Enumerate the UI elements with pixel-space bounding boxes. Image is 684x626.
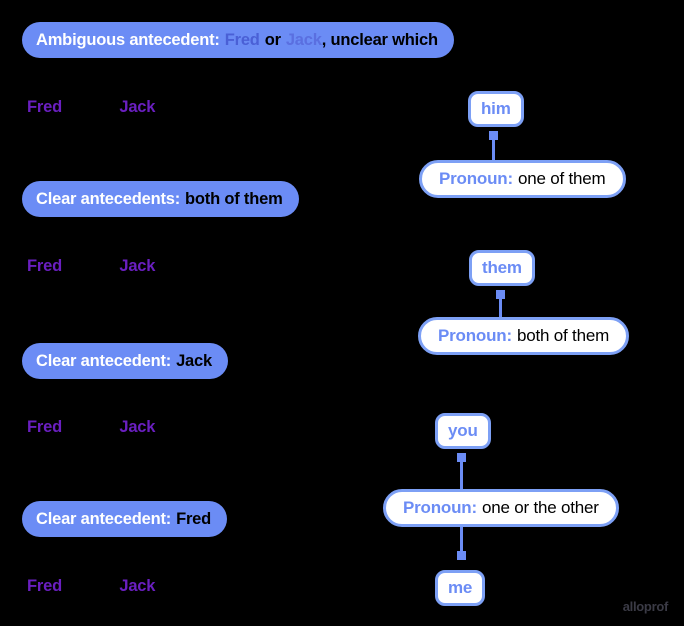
banner-ambiguous-antecedent: Ambiguous antecedent: Fred or Jack , unc… xyxy=(22,22,454,58)
pronoun-chip-you: you xyxy=(435,413,491,449)
pronoun-chip-him: him xyxy=(468,91,524,127)
connector-line-3-bottom xyxy=(460,527,463,555)
name-fred: Fred xyxy=(27,98,62,116)
pronoun-chip-them: them xyxy=(469,250,535,286)
alloprof-watermark: alloprof xyxy=(622,599,669,614)
banner-clear-antecedent-fred: Clear antecedent: Fred xyxy=(22,501,228,537)
banner-label: Clear antecedent: xyxy=(36,351,172,370)
pill-value: both of them xyxy=(516,326,610,345)
pronoun-chip-label: them xyxy=(482,258,522,277)
name-jack: Jack xyxy=(119,98,156,116)
pronoun-chip-me: me xyxy=(435,570,486,606)
connector-node-3-bottom xyxy=(457,551,466,560)
banner-tail: , unclear which xyxy=(321,30,438,49)
connector-node-2 xyxy=(496,290,505,299)
pill-value: one or the other xyxy=(481,498,599,517)
banner-clear-antecedents-both: Clear antecedents: both of them xyxy=(22,181,299,217)
banner-name-fred: Fred xyxy=(224,30,260,49)
name-jack: Jack xyxy=(119,257,156,275)
pronoun-chip-label: him xyxy=(481,99,511,118)
connector-node-3-top xyxy=(457,453,466,462)
banner-label: Ambiguous antecedent: xyxy=(36,30,220,49)
pronoun-chip-label: you xyxy=(448,421,478,440)
connector-line-3-top xyxy=(460,458,463,491)
banner-clear-antecedent-jack: Clear antecedent: Jack xyxy=(22,343,228,379)
pronoun-pill-both-of-them: Pronoun: both of them xyxy=(418,317,630,355)
name-fred: Fred xyxy=(27,577,62,595)
banner-conjunction: or xyxy=(264,30,281,49)
pill-label: Pronoun: xyxy=(403,498,477,517)
name-jack: Jack xyxy=(119,577,156,595)
pill-label: Pronoun: xyxy=(439,169,513,188)
banner-value: Jack xyxy=(176,351,212,370)
name-pair-row-1: Fred Jack xyxy=(27,98,155,117)
name-fred: Fred xyxy=(27,418,62,436)
pill-label: Pronoun: xyxy=(438,326,512,345)
name-pair-row-3: Fred Jack xyxy=(27,418,155,437)
connector-line-2 xyxy=(499,295,502,319)
connector-node-1 xyxy=(489,131,498,140)
banner-name-jack: Jack xyxy=(285,30,322,49)
pronoun-pill-one-or-the-other: Pronoun: one or the other xyxy=(383,489,619,527)
banner-label: Clear antecedents: xyxy=(36,189,181,208)
name-jack: Jack xyxy=(119,418,156,436)
pronoun-pill-one-of-them: Pronoun: one of them xyxy=(419,160,626,198)
pill-value: one of them xyxy=(517,169,606,188)
name-fred: Fred xyxy=(27,257,62,275)
banner-value: Fred xyxy=(176,509,212,528)
name-pair-row-4: Fred Jack xyxy=(27,577,155,596)
name-pair-row-2: Fred Jack xyxy=(27,257,155,276)
banner-label: Clear antecedent: xyxy=(36,509,172,528)
connector-line-1 xyxy=(492,136,495,162)
pronoun-chip-label: me xyxy=(448,578,473,597)
banner-value: both of them xyxy=(185,189,283,208)
